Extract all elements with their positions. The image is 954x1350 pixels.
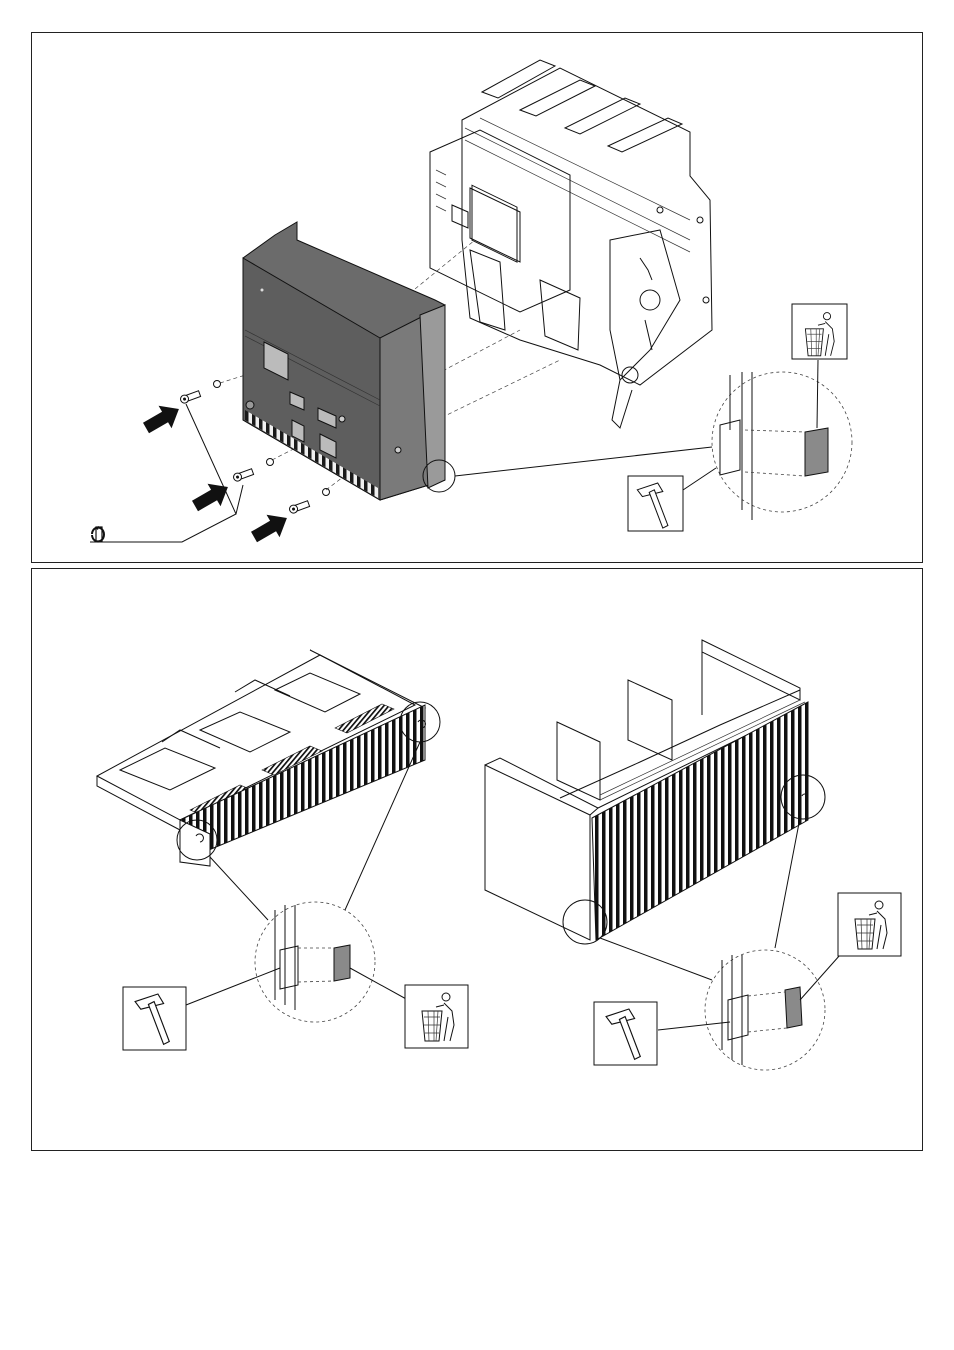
trash-bin-icon	[792, 304, 847, 359]
side-walls-assembly	[485, 640, 825, 980]
detail-callout-right	[658, 950, 840, 1070]
breaker-body	[430, 60, 712, 428]
trash-bin-icon	[838, 893, 901, 956]
detail-callout-left	[186, 902, 408, 1022]
hammer-icon	[594, 1002, 657, 1065]
screwdriver-rotation-icon	[90, 404, 243, 542]
arc-chute-cover	[97, 650, 440, 920]
hammer-icon	[628, 476, 683, 531]
hammer-icon	[123, 987, 186, 1050]
front-cover	[243, 222, 445, 500]
trash-bin-icon	[405, 985, 468, 1048]
